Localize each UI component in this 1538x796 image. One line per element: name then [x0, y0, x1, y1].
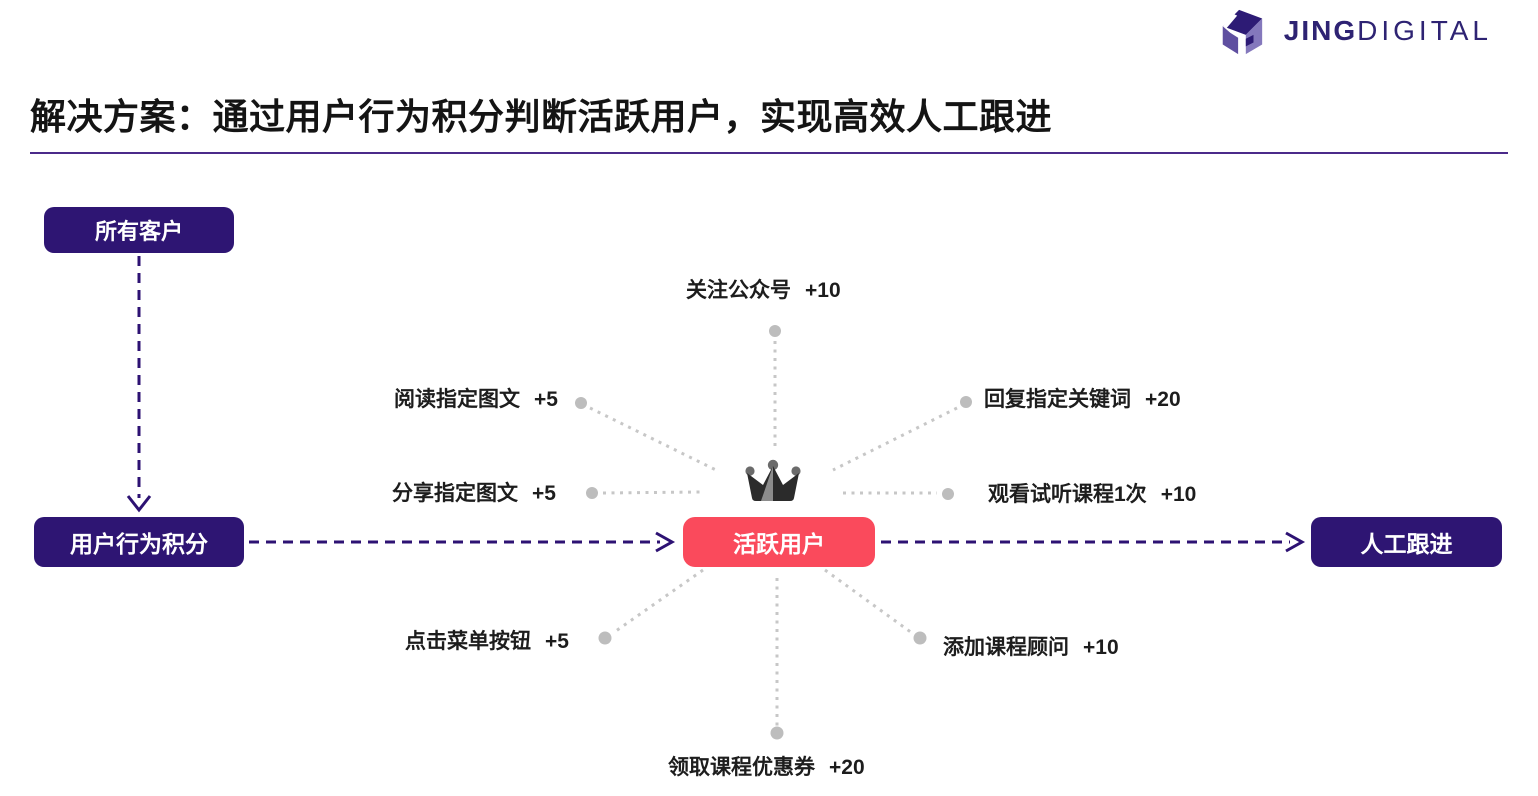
node-active-users: 活跃用户	[683, 517, 875, 567]
node-all-customers: 所有客户	[44, 207, 234, 253]
node-manual-followup: 人工跟进	[1311, 517, 1502, 567]
ray-left	[602, 490, 701, 495]
ray-lower-right	[824, 568, 913, 635]
behavior-score: +5	[545, 630, 569, 653]
ray-dot	[960, 396, 972, 408]
behavior-label: 分享指定图文	[392, 482, 518, 505]
ray-upper-right	[832, 406, 958, 472]
ray-dot	[586, 487, 598, 499]
logo-brand-light: DIGITAL	[1357, 15, 1492, 46]
behavior-score: +20	[829, 756, 865, 779]
ray-dot	[575, 397, 587, 409]
behavior-label: 添加课程顾问	[943, 636, 1069, 659]
behavior-watch-trial-course: 观看试听课程1次 +10	[988, 481, 1196, 509]
behavior-add-course-advisor: 添加课程顾问 +10	[943, 634, 1119, 662]
behavior-label: 领取课程优惠券	[668, 756, 815, 779]
ray-upper-left	[589, 406, 717, 472]
page-title: 解决方案：通过用户行为积分判断活跃用户，实现高效人工跟进	[30, 96, 1053, 137]
ray-dot	[913, 631, 927, 645]
logo-brand-bold: JING	[1283, 15, 1358, 46]
behavior-click-menu-button: 点击菜单按钮 +5	[405, 628, 569, 656]
behavior-score: +10	[1083, 636, 1119, 659]
behavior-label: 关注公众号	[686, 279, 791, 302]
ray-dot	[770, 726, 784, 740]
behavior-score: +5	[534, 388, 558, 411]
node-behavior-points: 用户行为积分	[34, 517, 244, 567]
behavior-label: 阅读指定图文	[394, 388, 520, 411]
right-arrowhead-icon	[1285, 531, 1306, 553]
behavior-follow-official-account: 关注公众号 +10	[686, 277, 841, 305]
behavior-score: +20	[1145, 388, 1181, 411]
behavior-reply-keyword: 回复指定关键词 +20	[984, 386, 1181, 414]
jingdigital-cube-logo-icon	[1222, 9, 1262, 55]
down-arrowhead-icon	[126, 495, 152, 513]
behavior-score: +10	[805, 279, 841, 302]
ray-dot	[942, 488, 954, 500]
ray-lower-left	[612, 568, 704, 635]
behavior-claim-coupon: 领取课程优惠券 +20	[668, 754, 865, 782]
ray-dot	[769, 325, 781, 337]
behavior-score: +10	[1160, 483, 1197, 506]
right-arrowhead-icon	[655, 531, 676, 553]
behavior-read-article: 阅读指定图文 +5	[394, 386, 558, 414]
logo: JINGDIGITAL	[1210, 6, 1492, 56]
behavior-label: 回复指定关键词	[984, 388, 1131, 411]
ray-dot	[598, 631, 612, 645]
title-divider	[30, 152, 1508, 154]
behavior-label: 观看试听课程1次	[988, 483, 1147, 506]
behavior-score: +5	[532, 482, 556, 505]
logo-wordmark: JINGDIGITAL	[1284, 15, 1492, 47]
behavior-share-article: 分享指定图文 +5	[392, 480, 556, 508]
crown-icon	[745, 459, 801, 501]
behavior-label: 点击菜单按钮	[405, 630, 531, 653]
